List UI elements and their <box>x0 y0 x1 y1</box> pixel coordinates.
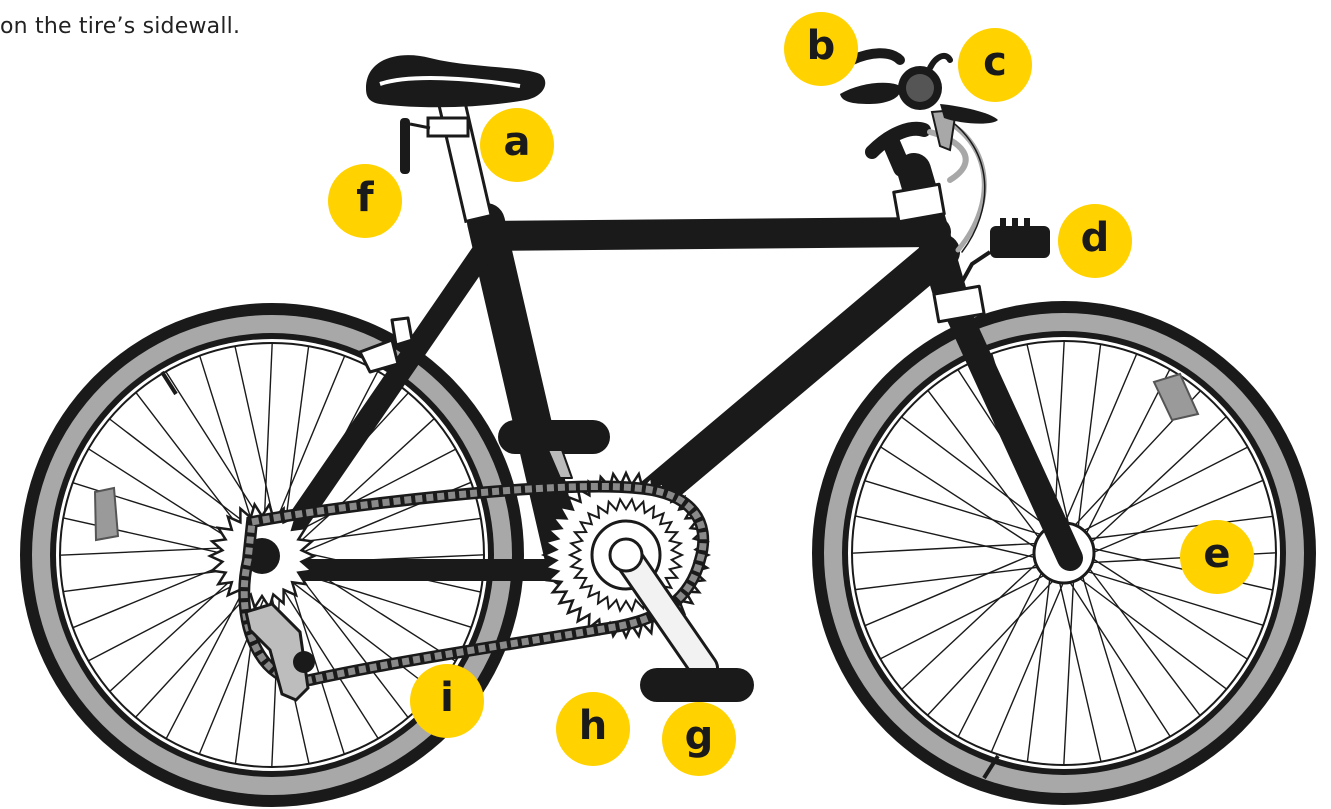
rear-reflector <box>95 488 118 540</box>
label-b: b <box>784 12 858 86</box>
label-e: e <box>1180 520 1254 594</box>
label-d: d <box>1058 204 1132 278</box>
label-a: a <box>480 108 554 182</box>
pedal <box>640 668 754 702</box>
label-g: g <box>662 702 736 776</box>
label-h: h <box>556 692 630 766</box>
label-f: f <box>328 164 402 238</box>
label-c: c <box>958 28 1032 102</box>
label-i: i <box>410 664 484 738</box>
